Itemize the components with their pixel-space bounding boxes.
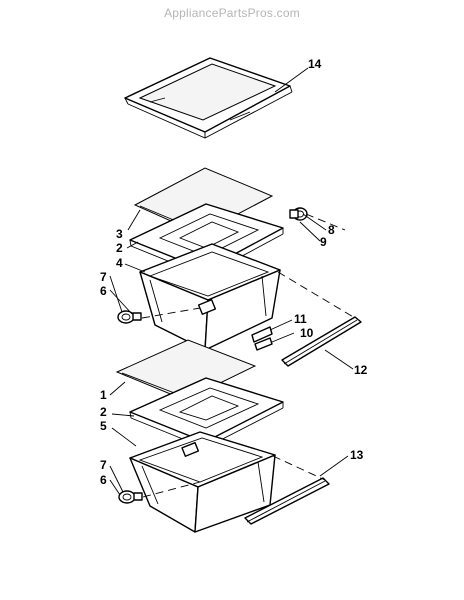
- part-8-9-knob: [289, 207, 308, 221]
- callout-3: 3: [116, 227, 123, 241]
- callout-12: 12: [354, 363, 368, 377]
- part-7-6-knob-upper: [117, 310, 142, 324]
- leader-lines: [109, 67, 354, 496]
- callout-14: 14: [308, 57, 322, 71]
- callout-11: 11: [294, 312, 307, 326]
- callout-13: 13: [350, 448, 364, 462]
- part-14-shelf: [124, 57, 293, 139]
- callout-6-upper: 6: [100, 284, 107, 298]
- callout-2-upper: 2: [116, 241, 123, 255]
- part-4-crisper-pan-upper: [139, 243, 281, 351]
- part-10-11-clips: [251, 326, 273, 351]
- callout-8: 8: [328, 223, 335, 237]
- watermark: AppliancePartsPros.com: [164, 6, 300, 20]
- callouts: 14 3 2 4 7 6 8 9 11 10 12 1 2 5 7 6 13: [100, 57, 368, 487]
- part-5-crisper-pan-lower: [129, 431, 276, 533]
- part-7-6-knob-lower: [118, 490, 143, 504]
- callout-1: 1: [100, 388, 107, 402]
- callout-7-upper: 7: [100, 270, 107, 284]
- callout-6-lower: 6: [100, 473, 107, 487]
- callout-9: 9: [320, 235, 327, 249]
- callout-7-lower: 7: [100, 458, 107, 472]
- part-12-rail: [281, 316, 362, 367]
- callout-5: 5: [100, 419, 107, 433]
- callout-10: 10: [300, 326, 314, 340]
- alignment-lines: [141, 213, 356, 498]
- callout-4: 4: [116, 256, 123, 270]
- part-13-rail: [244, 477, 330, 525]
- callout-2-lower: 2: [100, 405, 107, 419]
